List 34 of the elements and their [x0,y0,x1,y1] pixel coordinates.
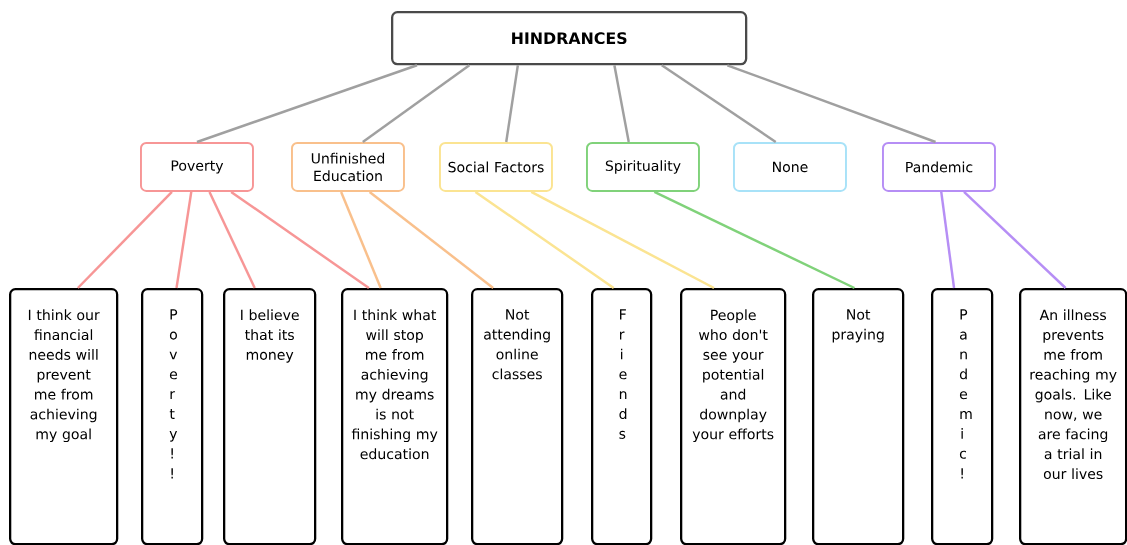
connector-line [505,65,520,143]
category-box: Spirituality [586,142,700,192]
category-box: Pandemic [882,142,996,192]
response-box: An illness prevents me from reaching my goals. Like now, we are facing a trial in our lives [1019,288,1127,545]
response-box: P a n d e m i c ! [931,288,994,545]
response-box: F r i e n d s [591,288,653,545]
response-box: I think our financial needs will prevent me from achieving my goal [9,288,119,545]
connector-line [175,191,193,289]
connector-line [208,191,256,289]
title-box: HINDRANCES [391,11,748,66]
connector-line [940,191,956,289]
category-box: Poverty [140,142,254,192]
category-box: Unfinished Education [291,142,405,192]
category-box: Social Factors [439,142,553,192]
connector-line [530,190,715,290]
response-box: I think what will stop me from achieving my dreams is not finishing my education [341,288,449,545]
response-box: P o v e r t y ! ! [141,288,204,545]
connector-line [230,190,370,289]
category-box: None [733,142,847,192]
connector-line [661,64,777,144]
connector-line [368,190,494,289]
connector-line [77,191,173,289]
connector-line [474,190,615,289]
connector-line [613,65,630,143]
response-box: Not attending online classes [471,288,564,545]
response-box: I believe that its money [223,288,317,545]
response-box: People who don't see your potential and downplay your efforts [680,288,787,545]
connector-line [963,191,1067,289]
connector-line [726,64,936,144]
response-box: Not praying [812,288,905,545]
connector-line [653,190,855,290]
connector-line [340,191,382,289]
connector-line [196,64,418,144]
connector-line [362,64,471,143]
